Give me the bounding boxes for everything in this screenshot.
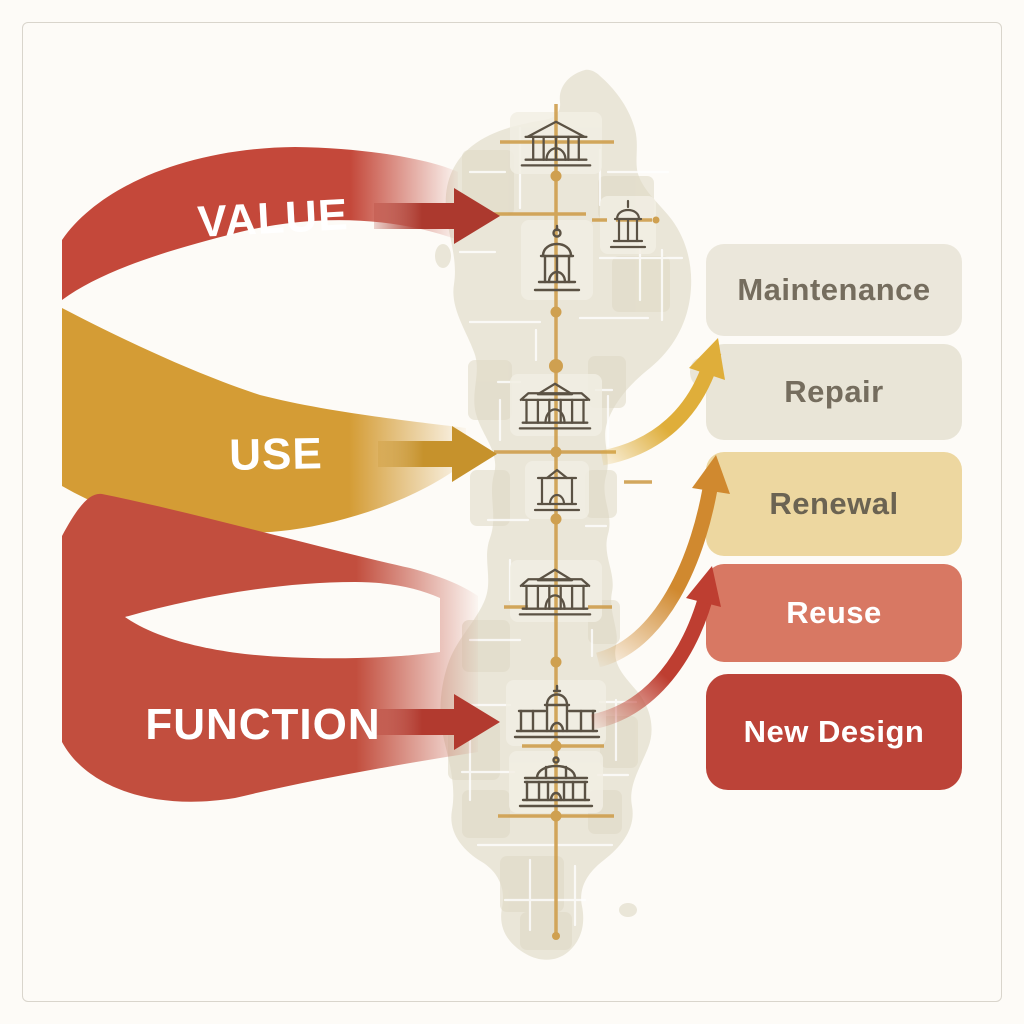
outcome-label: Repair — [784, 374, 884, 409]
outcome-box-maintenance: Maintenance — [706, 244, 962, 336]
frame-border — [22, 22, 1002, 1002]
outcome-box-renewal: Renewal — [706, 452, 962, 556]
outcome-label: New Design — [743, 714, 925, 749]
outcome-box-new-design: New Design — [706, 674, 962, 790]
outcome-box-reuse: Reuse — [706, 564, 962, 662]
outcome-label: Renewal — [769, 486, 899, 521]
outcome-box-repair: Repair — [706, 344, 962, 440]
outcome-label: Reuse — [786, 595, 882, 630]
outcome-label: Maintenance — [737, 272, 931, 307]
